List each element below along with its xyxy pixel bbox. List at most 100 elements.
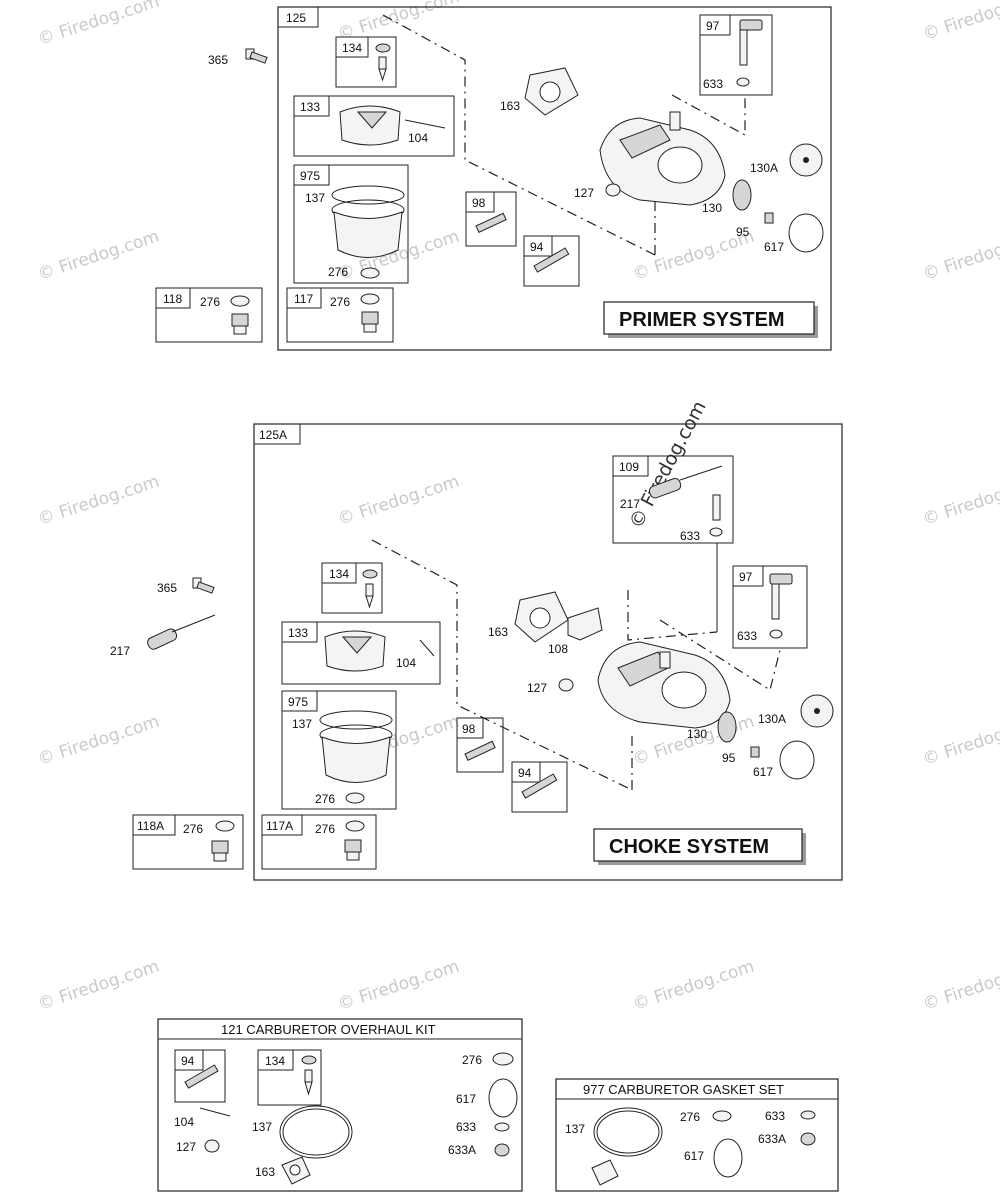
choke-part-95-label: 95	[722, 751, 736, 765]
assembly-line	[627, 590, 718, 641]
choke-system-title-box	[593, 828, 803, 862]
choke-bowl-975-box	[281, 690, 397, 810]
washer-icon	[360, 293, 380, 305]
choke-part-217-label: 217	[110, 644, 130, 658]
primer-part-975-label: 975	[300, 169, 320, 183]
primer-part-95-label: 95	[736, 225, 750, 239]
o-ring-icon	[800, 1110, 816, 1120]
float-pin-icon	[199, 1107, 231, 1117]
primer-part-130A-label: 130A	[750, 161, 778, 175]
choke-part-975-label: 975	[288, 695, 308, 709]
choke-part-163-label: 163	[488, 625, 508, 639]
diaphragm-icon	[717, 711, 737, 743]
overhaul-part-633A-label: 633A	[448, 1143, 476, 1157]
float-pin-icon	[404, 119, 446, 129]
bowl-nut-icon	[231, 313, 249, 335]
primer-part-127-label: 127	[574, 186, 594, 200]
overhaul-part-633-label: 633	[456, 1120, 476, 1134]
float-icon	[339, 105, 401, 146]
seal-icon	[800, 1132, 816, 1146]
choke-system-section: 125A 365 217 109 217 633 134	[110, 423, 843, 881]
watermark: © Firedog.com	[920, 227, 1000, 285]
choke-part-127-label: 127	[527, 681, 547, 695]
primer-assembly-frame	[277, 6, 832, 351]
assembly-line	[382, 14, 656, 256]
overhaul-part-134-label: 134	[265, 1054, 285, 1068]
seal-ring-icon	[779, 740, 815, 780]
choke-part-133-label: 133	[288, 626, 308, 640]
washer-icon	[230, 295, 250, 307]
primer-part-633-label: 633	[703, 77, 723, 91]
idle-screw-icon	[464, 740, 496, 762]
o-ring-icon	[494, 1122, 510, 1132]
washer-icon	[712, 1110, 732, 1122]
watermark: © Firedog.com	[35, 712, 161, 770]
choke-kit-97-box	[732, 565, 808, 649]
choke-part-94-label: 94	[518, 766, 532, 780]
primer-system-section: 125 365 134 133 104 975 137	[155, 6, 832, 351]
bowl-nut-icon	[211, 840, 229, 862]
choke-part-276-label: 276	[315, 792, 335, 806]
choke-part-633-label: 633	[680, 529, 700, 543]
choke-kit-117A-box	[261, 814, 377, 870]
gasket-part-633A-label: 633A	[758, 1132, 786, 1146]
gasket-icon	[591, 1159, 619, 1186]
carburetor-body-icon	[599, 111, 726, 206]
choke-part-104-label: 104	[396, 656, 416, 670]
choke-part-130A-label: 130A	[758, 712, 786, 726]
bowl-nut-icon	[344, 839, 362, 861]
watermark: © Firedog.com	[920, 712, 1000, 770]
watermark: © Firedog.com	[35, 0, 161, 50]
choke-part-118A-label: 118A	[137, 819, 164, 833]
overhaul-kit-title: 121 CARBURETOR OVERHAUL KIT	[221, 1022, 436, 1037]
watermark-layer: © Firedog.com © Firedog.com © Firedog.co…	[35, 0, 1000, 1015]
overhaul-kit-frame	[157, 1018, 523, 1192]
choke-part-97-label: 97	[739, 570, 753, 584]
primer-kit-117-box	[286, 287, 394, 343]
overhaul-part-94-label: 94	[181, 1054, 195, 1068]
primer-part-617-label: 617	[764, 240, 784, 254]
mixture-screw-icon	[533, 247, 570, 273]
primer-kit-97-box	[699, 14, 773, 96]
watermark: © Firedog.com	[920, 472, 1000, 530]
inlet-needle-icon	[375, 43, 391, 82]
watermark: © Firedog.com	[630, 957, 756, 1015]
choke-part-117A-276-label: 276	[315, 822, 335, 836]
diaphragm-icon	[732, 179, 752, 211]
primer-part-365-label: 365	[208, 53, 228, 67]
primer-part-117-label: 117	[294, 292, 313, 306]
primer-part-118-label: 118	[163, 292, 182, 306]
choke-system-title: CHOKE SYSTEM	[609, 836, 769, 858]
seal-ring-icon	[488, 1078, 518, 1118]
primer-kit-118-box	[155, 287, 263, 343]
float-icon	[324, 630, 386, 672]
primer-part-117-276-label: 276	[330, 295, 350, 309]
inlet-needle-icon	[301, 1055, 317, 1096]
primer-part-104-label: 104	[408, 131, 428, 145]
float-bowl-icon	[331, 185, 405, 258]
primer-assembly-number: 125	[286, 11, 306, 25]
primer-system-title: PRIMER SYSTEM	[619, 309, 785, 331]
gasket-set-frame	[555, 1078, 839, 1192]
choke-assembly-tag	[253, 423, 301, 445]
gasket-set-title: 977 CARBURETOR GASKET SET	[583, 1082, 784, 1097]
choke-part-130-label: 130	[687, 727, 707, 741]
gasket-part-137-label: 137	[565, 1122, 585, 1136]
watermark: © Firedog.com	[920, 957, 1000, 1015]
primer-part-137-label: 137	[305, 191, 325, 205]
float-bowl-icon	[319, 710, 393, 783]
bowl-nut-icon	[361, 311, 379, 333]
gasket-set-section: 977 CARBURETOR GASKET SET 137 276 633 63…	[555, 1078, 839, 1192]
gasket-part-617-label: 617	[684, 1149, 704, 1163]
washer-icon	[492, 1052, 514, 1066]
choke-assembly-frame	[253, 423, 843, 881]
o-ring-icon	[769, 629, 783, 639]
welch-plug-icon	[605, 183, 621, 197]
choke-kit-109-box	[612, 455, 734, 544]
welch-plug-icon	[558, 678, 574, 692]
fuel-pipe-icon	[739, 19, 763, 66]
bolt-365-icon	[192, 577, 215, 594]
welch-plug-icon	[204, 1139, 220, 1153]
watermark: © Firedog.com	[920, 0, 1000, 45]
